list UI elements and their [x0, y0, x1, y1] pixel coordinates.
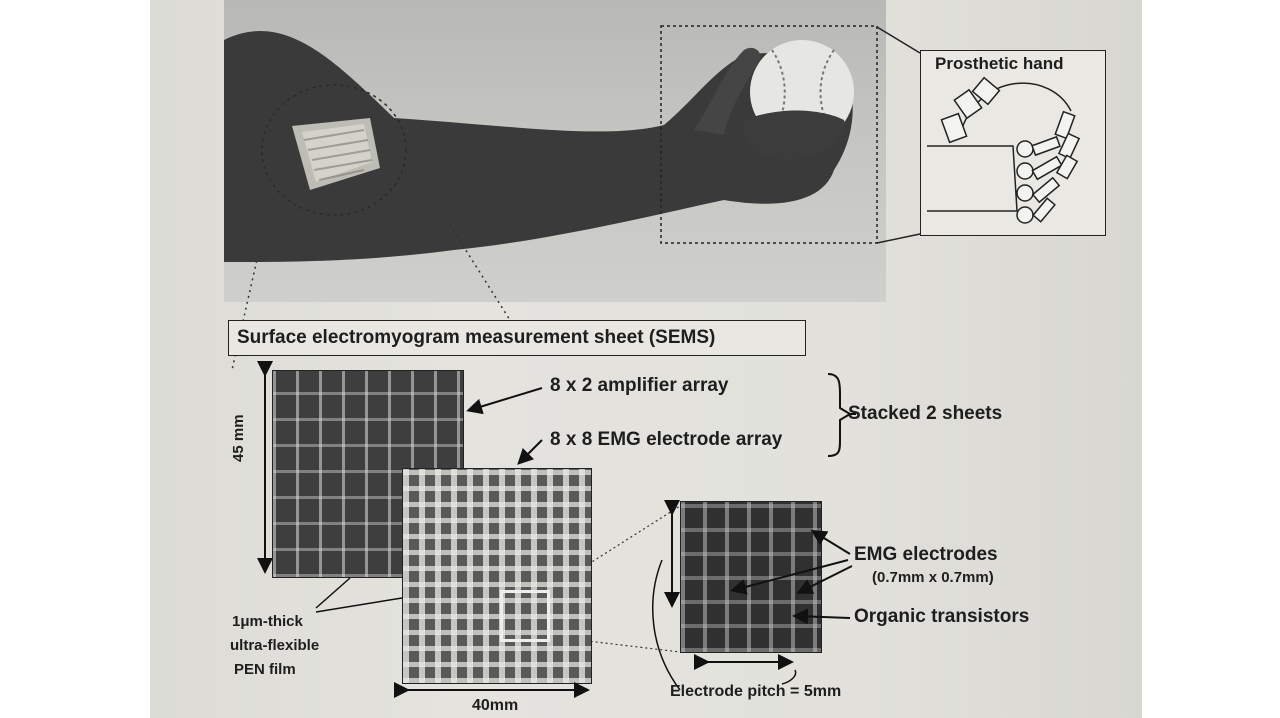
- film-label-line1: 1μm-thick: [232, 613, 303, 630]
- zoom-selection-box: [500, 590, 550, 642]
- document-page: Prosthetic hand Surfac: [150, 0, 1142, 718]
- electrode-array-label: 8 x 8 EMG electrode array: [550, 429, 783, 450]
- sensor-sheet-on-arm: [292, 118, 380, 190]
- forearm-illustration: [224, 25, 878, 263]
- prosthetic-hand-panel: Prosthetic hand: [920, 50, 1106, 236]
- electrode-pitch-label: Electrode pitch = 5mm: [670, 683, 842, 700]
- amplifier-array-label: 8 x 2 amplifier array: [550, 375, 729, 396]
- electrode-zoom-view: [680, 501, 822, 653]
- stacked-sheets-label: Stacked 2 sheets: [848, 403, 1003, 424]
- emg-electrodes-label: EMG electrodes: [854, 544, 998, 565]
- electrode-size-label: (0.7mm x 0.7mm): [872, 569, 994, 586]
- prosthetic-hand-drawing: [927, 76, 1081, 224]
- annotation-arrows: [257, 361, 856, 698]
- sems-title: Surface electromyogram measurement sheet…: [237, 327, 716, 348]
- prosthetic-hand-label: Prosthetic hand: [935, 54, 1064, 73]
- film-label-line3: PEN film: [234, 661, 296, 678]
- sems-title-box: Surface electromyogram measurement sheet…: [228, 320, 806, 356]
- film-label-line2: ultra-flexible: [230, 637, 320, 654]
- width-dimension-label: 40mm: [472, 697, 519, 714]
- forearm-photo: [224, 0, 886, 302]
- organic-transistors-label: Organic transistors: [854, 606, 1030, 627]
- height-dimension-label: 45 mm: [230, 414, 247, 462]
